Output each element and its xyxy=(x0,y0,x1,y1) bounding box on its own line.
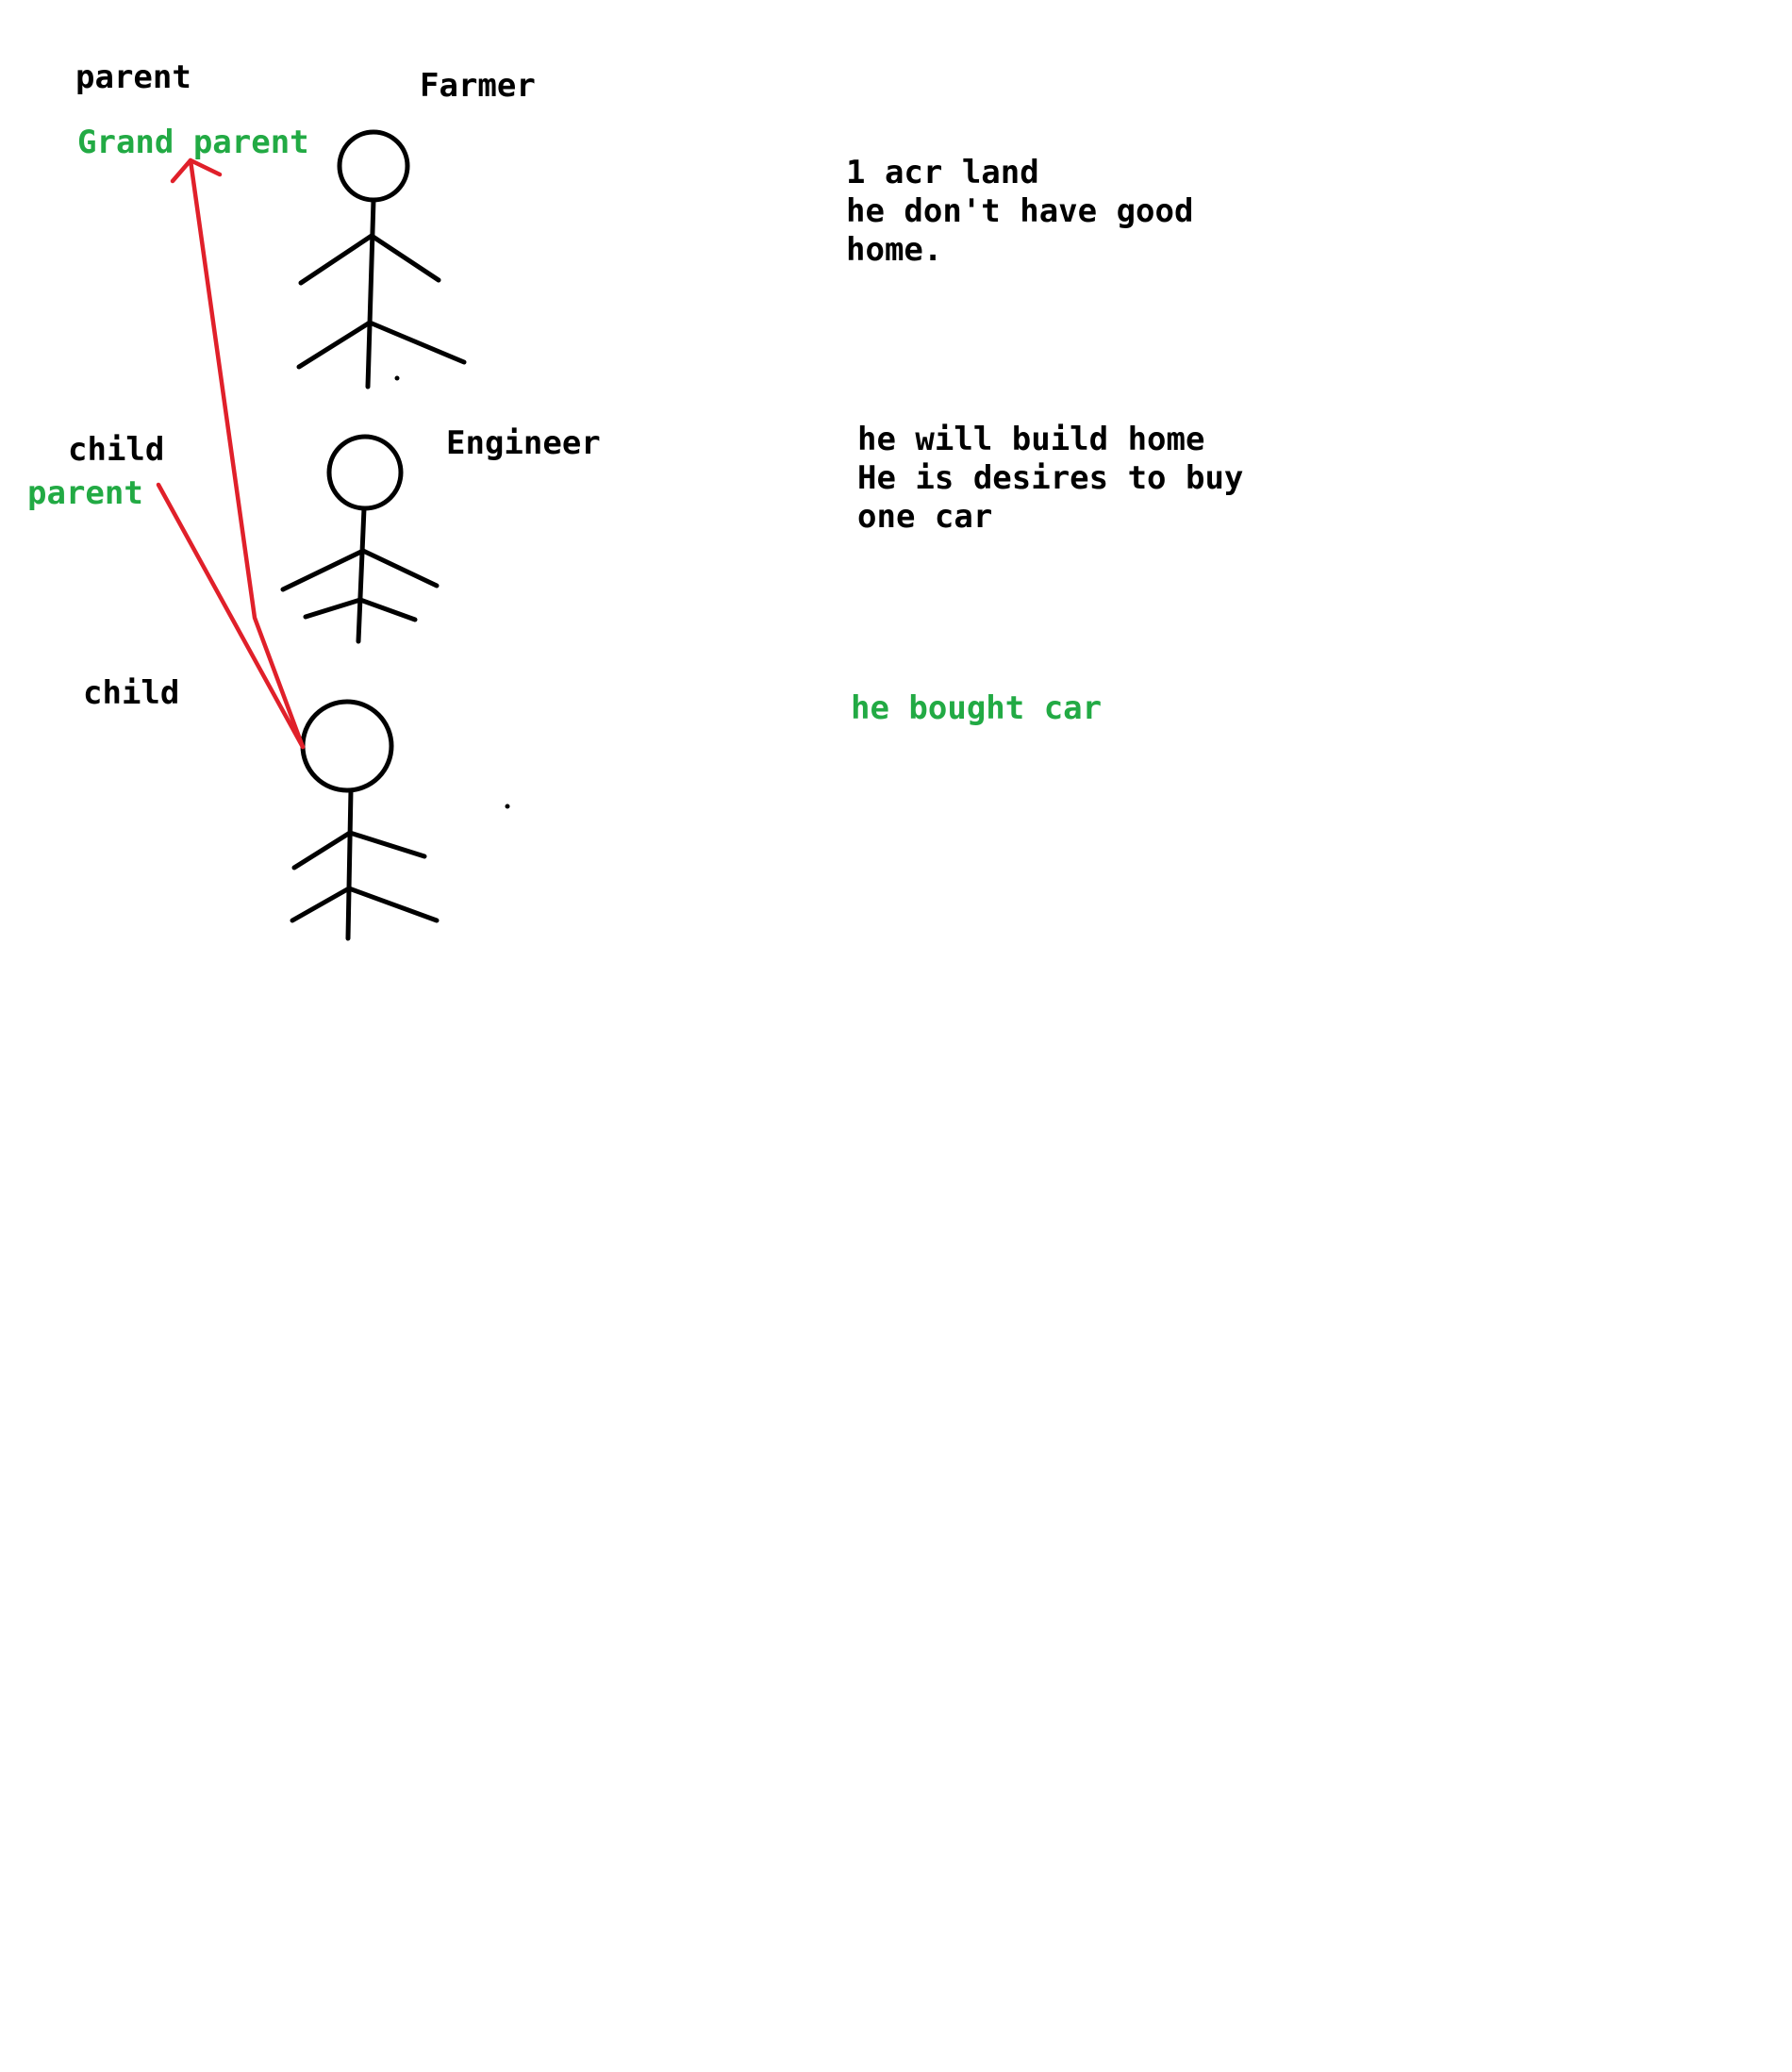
engineer-right-leg xyxy=(357,597,418,622)
engineer-left-arm xyxy=(280,548,366,592)
farmer-name-label: Farmer xyxy=(420,67,536,105)
child-body xyxy=(345,787,354,941)
farmer-figure xyxy=(296,129,467,390)
farmer-left-arm xyxy=(298,233,374,286)
stray-dot xyxy=(394,375,400,381)
arrow-head xyxy=(170,157,223,184)
farmer-right-arm xyxy=(369,233,441,283)
engineer-relation-label: parent xyxy=(27,474,143,512)
note-line: 1 acr land xyxy=(846,154,1039,191)
farmer-right-leg xyxy=(367,320,467,365)
farmer-left-leg xyxy=(296,320,373,370)
farmer-body xyxy=(365,197,376,390)
note-line: he will build home xyxy=(857,421,1204,458)
child-left-arm xyxy=(291,830,353,870)
engineer-role-label: child xyxy=(68,431,164,469)
engineer-figure xyxy=(280,434,440,644)
note-line: home. xyxy=(846,231,942,269)
child-head xyxy=(300,699,394,793)
engineer-right-arm xyxy=(360,548,440,588)
farmer-head xyxy=(337,129,410,203)
engineer-body xyxy=(356,506,367,644)
engineer-name-label: Engineer xyxy=(446,424,601,462)
farmer-notes: 1 acr land he don't have good home. xyxy=(846,154,1193,269)
child-right-leg xyxy=(346,886,440,923)
child-role-label: child xyxy=(83,674,179,712)
child-left-leg xyxy=(290,886,352,923)
farmer-relation-label: Grand parent xyxy=(77,124,309,161)
engineer-left-leg xyxy=(303,597,363,620)
note-line: he don't have good xyxy=(846,192,1193,230)
child-to-parent-arrow xyxy=(156,482,306,750)
child-right-arm xyxy=(347,830,427,859)
engineer-notes: he will build home He is desires to buy … xyxy=(857,421,1243,536)
farmer-role-label: parent xyxy=(75,58,191,96)
child-notes: he bought car xyxy=(851,689,1102,727)
child-figure xyxy=(290,699,510,941)
engineer-head xyxy=(326,434,404,511)
stray-dot xyxy=(505,804,510,809)
note-line: he bought car xyxy=(851,689,1102,727)
child-to-grand-parent-arrow xyxy=(188,157,306,750)
note-line: one car xyxy=(857,498,992,536)
note-line: He is desires to buy xyxy=(857,459,1243,497)
relation-arrows xyxy=(156,157,306,750)
